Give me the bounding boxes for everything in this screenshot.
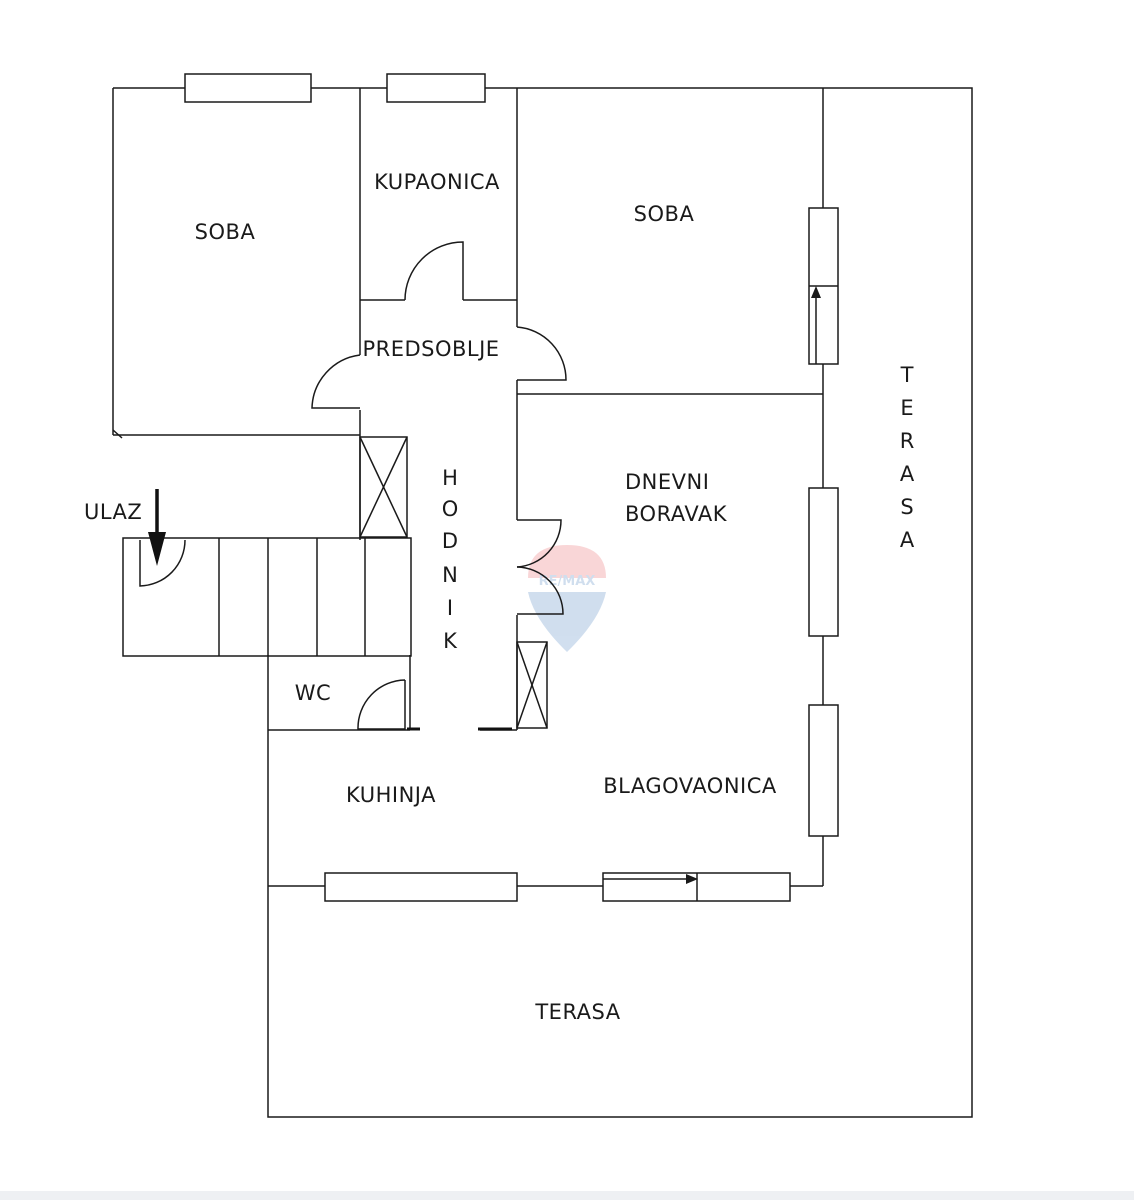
- terrace-outline: [267, 87, 973, 1118]
- label-kuhinja: KUHINJA: [346, 783, 436, 807]
- terasa-letter: R: [900, 429, 915, 453]
- label-soba-left: SOBA: [195, 220, 256, 244]
- door-kupaonica: [404, 241, 464, 301]
- closets: [359, 436, 548, 729]
- label-soba-right: SOBA: [634, 202, 695, 226]
- closet-hodnik: [359, 436, 408, 538]
- closet-dnevni: [516, 641, 548, 729]
- window-top-left: [184, 73, 312, 103]
- sliding-arrow-icon-bottom: [686, 874, 698, 884]
- label-hodnik: H O D N I K: [442, 466, 459, 653]
- doors: [139, 241, 567, 730]
- hodnik-letter: O: [442, 497, 459, 521]
- door-dnevni-lower: [516, 566, 564, 615]
- door-soba-right: [516, 326, 567, 381]
- window-right-blagovaonica: [808, 704, 839, 837]
- terasa-letter: E: [900, 396, 913, 420]
- terasa-letter: T: [900, 363, 914, 387]
- hodnik-letter: H: [442, 466, 458, 490]
- entrance-stairs: [122, 537, 412, 657]
- label-kupaonica: KUPAONICA: [374, 170, 500, 194]
- hodnik-letter: D: [442, 529, 458, 553]
- window-bottom-kuhinja: [324, 872, 518, 902]
- label-terasa-bottom: TERASA: [534, 1000, 620, 1024]
- window-top-bathroom: [386, 73, 486, 103]
- walls: [112, 87, 824, 887]
- window-right-dnevni: [808, 487, 839, 637]
- door-soba-left: [311, 354, 361, 409]
- sliding-arrow-icon: [811, 286, 821, 298]
- terasa-letter: S: [900, 495, 913, 519]
- remax-watermark: RE/MAX: [528, 545, 606, 652]
- terasa-letter: A: [900, 462, 915, 486]
- remax-balloon-bottom: [528, 592, 606, 652]
- door-dnevni-upper: [516, 519, 562, 568]
- label-predsoblje: PREDSOBLJE: [362, 337, 499, 361]
- label-boravak: BORAVAK: [625, 502, 728, 526]
- remax-watermark-text: RE/MAX: [539, 574, 596, 589]
- footer-strip: [0, 1191, 1134, 1200]
- label-dnevni: DNEVNI: [625, 470, 709, 494]
- windows: [184, 73, 839, 902]
- door-entry: [139, 539, 186, 587]
- label-blagovaonica: BLAGOVAONICA: [603, 774, 777, 798]
- terasa-letter: A: [900, 528, 915, 552]
- hodnik-letter: N: [442, 563, 458, 587]
- door-wc: [357, 679, 406, 730]
- hodnik-letter: K: [443, 629, 458, 653]
- label-ulaz: ULAZ: [84, 500, 142, 524]
- entrance-arrow-icon: [148, 489, 166, 566]
- label-terasa-side: T E R A S A: [900, 363, 915, 552]
- label-wc: WC: [295, 681, 331, 705]
- hodnik-letter: I: [447, 596, 453, 620]
